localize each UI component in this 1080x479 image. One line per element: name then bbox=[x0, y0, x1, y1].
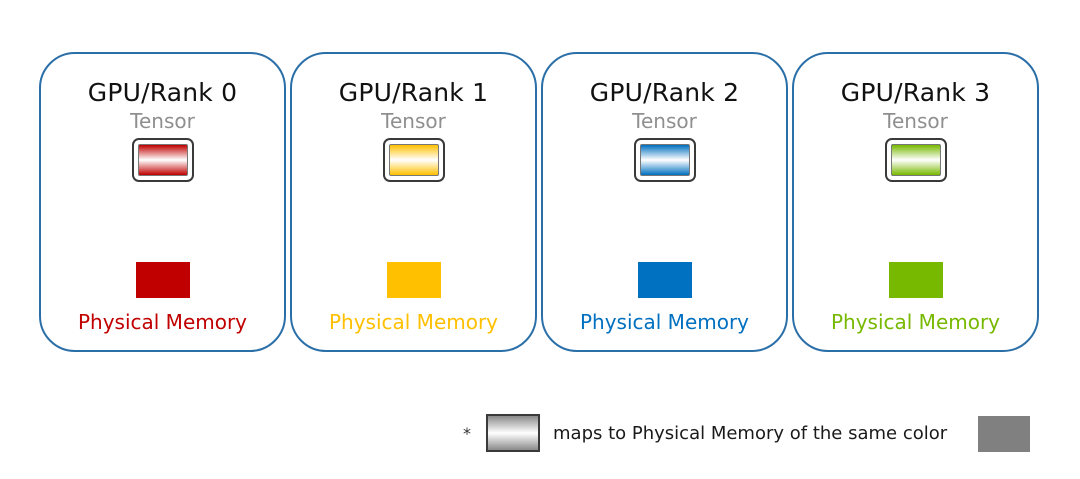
rank-title: GPU/Rank 2 bbox=[589, 78, 740, 107]
tensor-icon bbox=[131, 138, 194, 182]
rank-box-3: GPU/Rank 3 Tensor Physical Memory bbox=[792, 52, 1039, 352]
tensor-label: Tensor bbox=[381, 109, 446, 133]
rank-title: GPU/Rank 1 bbox=[338, 78, 489, 107]
tensor-icon bbox=[382, 138, 445, 182]
legend-memory-swatch bbox=[978, 416, 1030, 452]
rank-title: GPU/Rank 3 bbox=[840, 78, 991, 107]
legend-tensor-icon bbox=[486, 414, 540, 452]
rank-box-0: GPU/Rank 0 Tensor Physical Memory bbox=[39, 52, 286, 352]
physical-memory-label: Physical Memory bbox=[830, 310, 1001, 334]
tensor-fill bbox=[890, 144, 941, 176]
physical-memory-block bbox=[888, 262, 943, 298]
legend-text: maps to Physical Memory of the same colo… bbox=[553, 423, 948, 444]
tensor-fill bbox=[639, 144, 690, 176]
physical-memory-block bbox=[637, 262, 692, 298]
physical-memory-label: Physical Memory bbox=[77, 310, 248, 334]
tensor-icon bbox=[884, 138, 947, 182]
tensor-fill bbox=[137, 144, 188, 176]
tensor-fill bbox=[388, 144, 439, 176]
rank-box-2: GPU/Rank 2 Tensor Physical Memory bbox=[541, 52, 788, 352]
physical-memory-block bbox=[386, 262, 441, 298]
rank-title: GPU/Rank 0 bbox=[87, 78, 238, 107]
tensor-label: Tensor bbox=[130, 109, 195, 133]
physical-memory-block bbox=[135, 262, 190, 298]
tensor-label: Tensor bbox=[632, 109, 697, 133]
legend-asterisk: * bbox=[463, 424, 471, 443]
physical-memory-label: Physical Memory bbox=[579, 310, 750, 334]
rank-box-1: GPU/Rank 1 Tensor Physical Memory bbox=[290, 52, 537, 352]
physical-memory-label: Physical Memory bbox=[328, 310, 499, 334]
tensor-icon bbox=[633, 138, 696, 182]
tensor-label: Tensor bbox=[883, 109, 948, 133]
